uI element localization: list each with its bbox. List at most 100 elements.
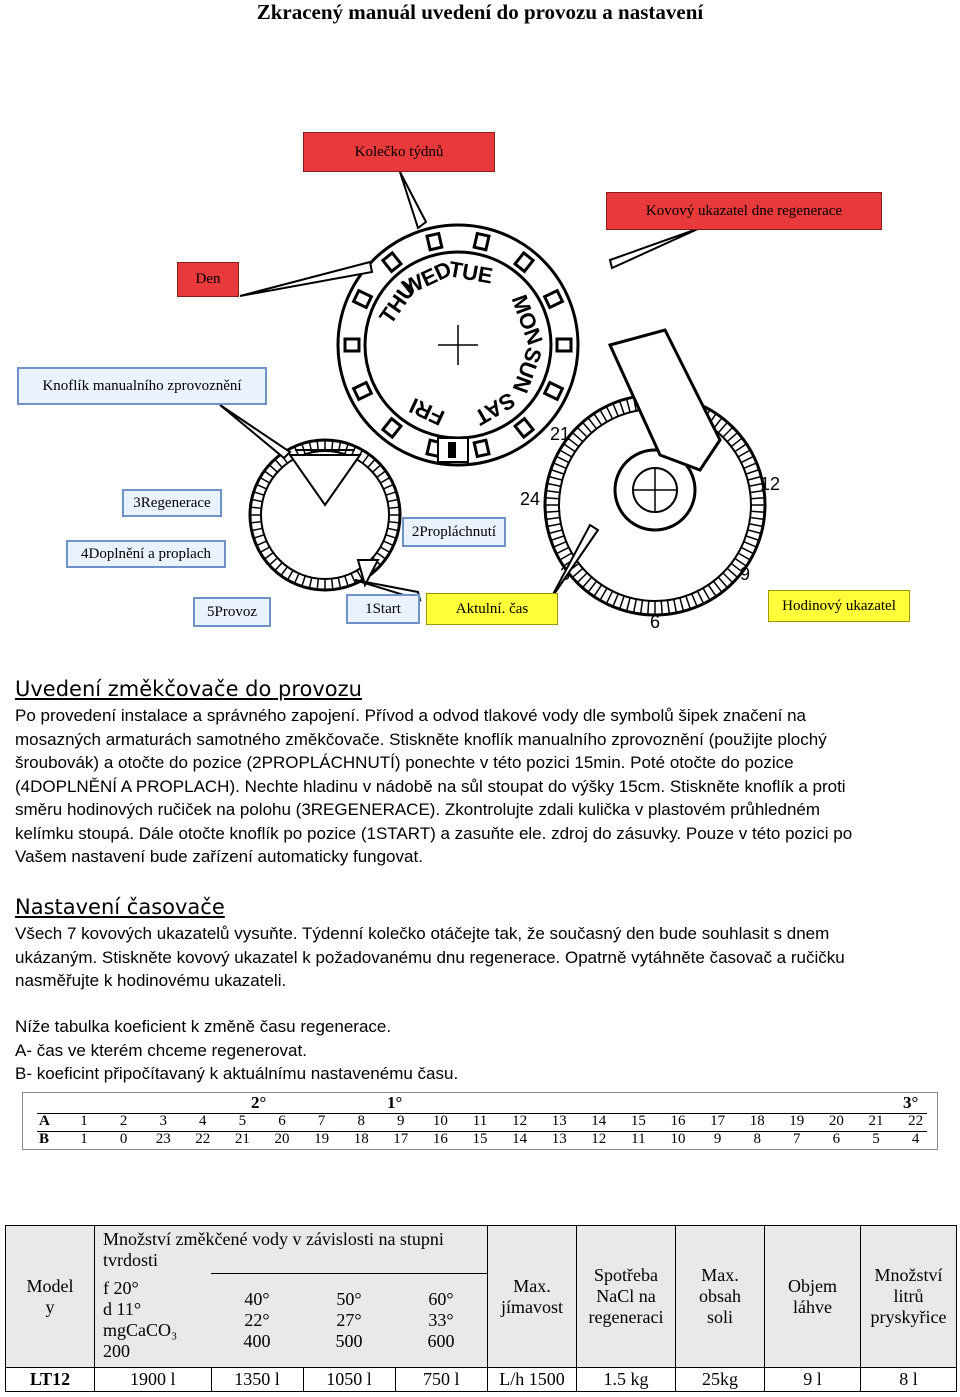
gear-tooth: [750, 516, 765, 521]
coef-cell-b: 17: [393, 1131, 409, 1147]
gear-tooth: [599, 409, 608, 423]
text-line: nasměřujte k hodinovému ukazateli.: [15, 971, 287, 990]
coef-cell-b: 10: [670, 1131, 686, 1147]
coef-cell-a: 3: [159, 1113, 167, 1129]
knob-tooth: [301, 443, 306, 455]
knob-tooth: [268, 557, 278, 566]
gear-tooth: [571, 431, 584, 443]
gear-tooth: [726, 431, 739, 443]
gear-tooth: [745, 535, 760, 542]
gear-tooth: [612, 403, 619, 417]
knob-tooth: [280, 566, 288, 577]
week-pin: [343, 337, 361, 353]
section-heading-timer: Nastavení časovače: [15, 895, 225, 919]
spec-table: Model y Množství změkčené vody v závislo…: [5, 1225, 957, 1392]
manual-knob: [248, 438, 402, 592]
knob-tooth: [263, 470, 274, 478]
knob-tooth: [385, 491, 397, 496]
day-label: SAT: [470, 387, 520, 430]
week-pin: [555, 337, 573, 353]
coef-cell-a: 22: [908, 1113, 924, 1129]
gear-tooth: [685, 595, 692, 610]
gear-tooth: [605, 590, 614, 604]
coef-cell-b: 20: [274, 1131, 290, 1147]
coef-cell-b: 21: [234, 1131, 250, 1147]
gear-tooth: [548, 529, 563, 535]
spec-max-flow: Max. jímavost: [487, 1225, 577, 1368]
label-rinse: 2Propláchnutí: [402, 517, 506, 547]
gear-tooth: [632, 599, 638, 614]
gear-tooth: [717, 576, 729, 589]
coef-cell-a: 13: [551, 1113, 567, 1129]
coef-cell-b: 1: [80, 1131, 88, 1147]
week-pin: [351, 288, 374, 310]
gear-tooth: [666, 600, 671, 615]
label-manual-knob: Knoflík manualního zprovoznění: [17, 367, 267, 405]
spec-cell: 1050 l: [302, 1367, 396, 1392]
coef-cell-a: 20: [828, 1113, 844, 1129]
spec-cell: 1900 l: [94, 1367, 212, 1392]
gear-tooth: [734, 443, 747, 453]
text-line: šroubovák) a otočte do pozice (2PROPLÁCH…: [15, 753, 794, 772]
gear-tooth: [726, 567, 739, 579]
gear-tooth: [548, 475, 563, 481]
gear-tooth: [550, 468, 565, 475]
knob-tooth: [387, 498, 399, 503]
label-clock-pointer: Hodinový ukazatel: [768, 590, 910, 622]
note-line: B- koeficint připočítavaný k aktuálnímu …: [15, 1064, 459, 1083]
spec-col-60: 60° 33° 600: [395, 1273, 488, 1368]
gear-tooth: [546, 482, 561, 488]
note-line: Níže tabulka koeficient k změně času reg…: [15, 1017, 392, 1036]
label-service: 5Provoz: [193, 597, 271, 627]
coef-cell-b: 7: [793, 1131, 801, 1147]
knob-tooth: [293, 573, 300, 584]
spec-max-salt: Max. obsah soli: [675, 1225, 765, 1368]
knob-tooth: [356, 570, 364, 581]
week-pin: [472, 438, 491, 459]
coef-cell-b: 13: [551, 1131, 567, 1147]
note-line: A- čas ve kterém chceme regenerovat.: [15, 1040, 307, 1060]
knob-tooth: [259, 476, 270, 484]
gear-tooth: [545, 497, 560, 500]
hour-label: 6: [650, 612, 660, 632]
spec-cell: 8 l: [860, 1367, 957, 1392]
gear-tooth: [722, 572, 734, 584]
spec-cell: 750 l: [394, 1367, 488, 1392]
gear-tooth: [737, 552, 751, 561]
gear-tooth: [679, 597, 685, 612]
gear-tooth: [750, 510, 765, 513]
label-day: Den: [177, 262, 239, 297]
section-startup-text: Po provedení instalace a správného zapoj…: [15, 704, 950, 869]
coef-cell-a: 17: [710, 1113, 726, 1129]
coef-cell-b: 19: [314, 1131, 330, 1147]
knob-tooth: [263, 552, 274, 560]
coef-cell-a: 16: [670, 1113, 686, 1129]
day-label: TUE: [447, 256, 495, 288]
gear-tooth: [545, 489, 560, 494]
gear-tooth: [747, 529, 762, 535]
gear-tooth: [545, 510, 560, 513]
gear-tooth: [553, 541, 567, 548]
gear-tooth: [593, 413, 603, 426]
gear-tooth: [712, 580, 723, 593]
gear-tooth: [745, 468, 760, 475]
spec-cell: 25kg: [675, 1367, 765, 1392]
gear-tooth: [605, 406, 614, 420]
knob-tooth: [259, 546, 270, 554]
coef-cell-b: 15: [472, 1131, 488, 1147]
coef-cell-b: 22: [195, 1131, 211, 1147]
coef-cell-b: 12: [591, 1131, 607, 1147]
knob-tooth: [256, 540, 267, 547]
gear-tooth: [722, 426, 734, 438]
gear-tooth: [672, 599, 678, 614]
hour-label: 21: [550, 424, 570, 444]
coef-row-a-label: A: [39, 1113, 50, 1129]
coef-cell-b: 14: [512, 1131, 528, 1147]
gear-tooth: [581, 421, 593, 434]
gear-tooth: [587, 417, 598, 430]
spec-model-header: Model y: [5, 1225, 95, 1368]
gear-tooth: [750, 497, 765, 500]
knob-tooth: [344, 575, 349, 587]
gear-tooth: [559, 449, 573, 458]
gear-tooth: [740, 546, 754, 555]
